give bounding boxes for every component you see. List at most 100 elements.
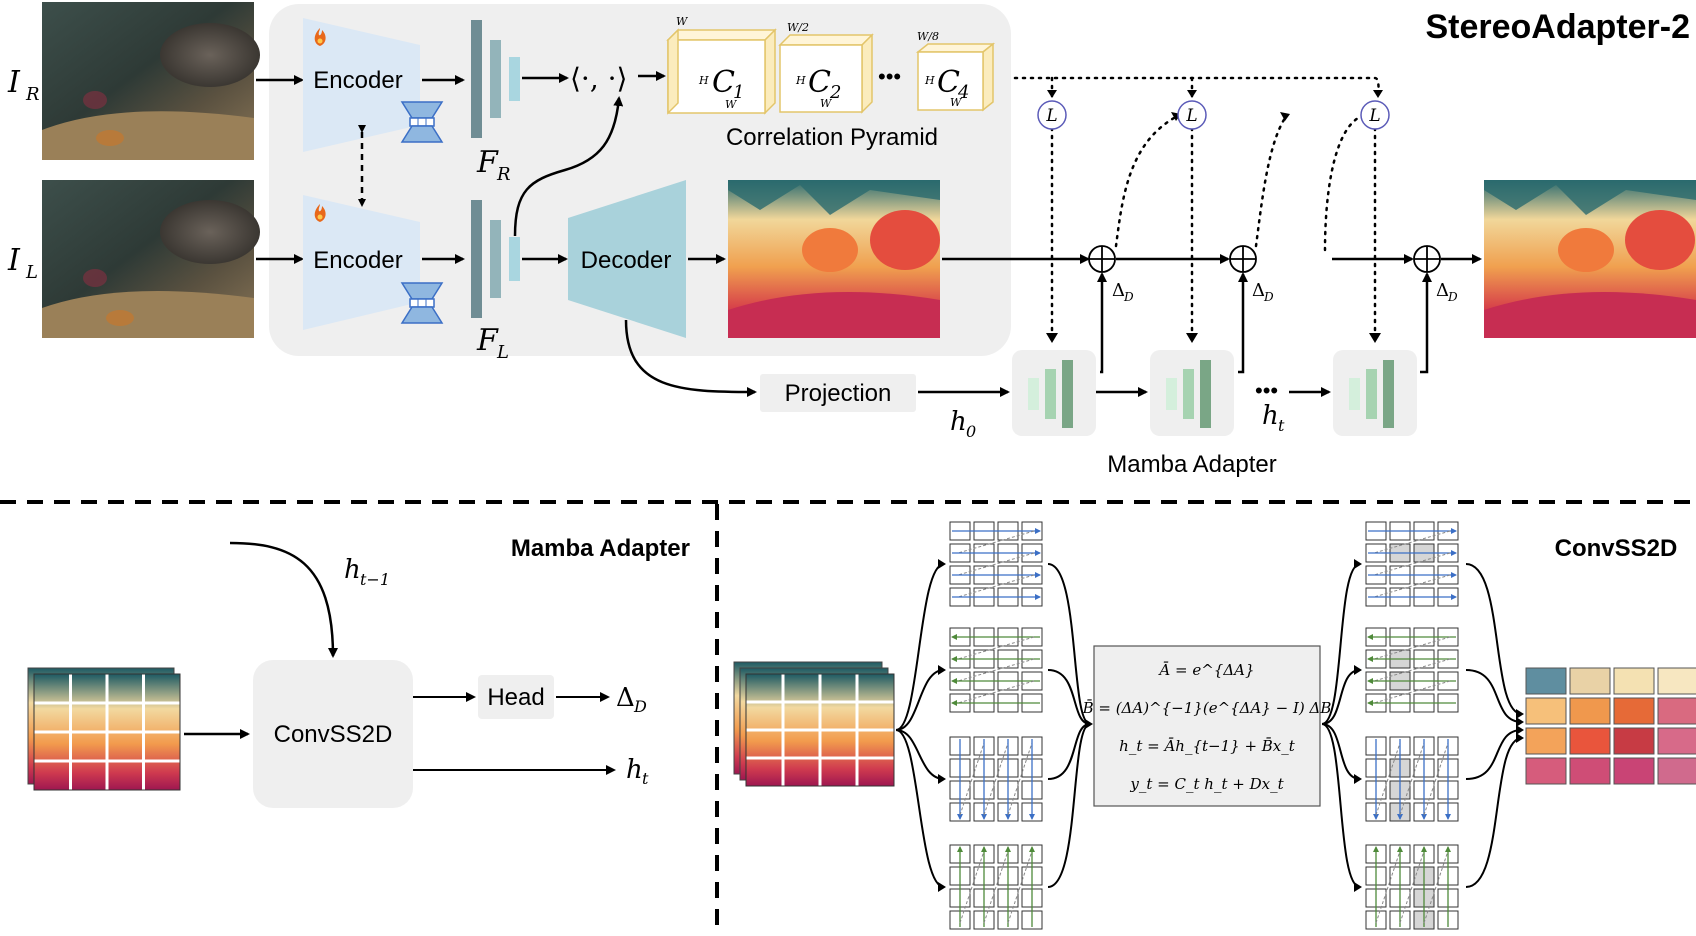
- arrow-adapter1-to-sum1: [1097, 272, 1107, 374]
- scan-grid-row-forward: [1365, 521, 1459, 607]
- svg-text:C: C: [808, 65, 831, 100]
- svg-text:F: F: [476, 145, 499, 180]
- output-delta-label: Δ D: [616, 683, 647, 716]
- svg-text:C: C: [937, 65, 960, 100]
- projection-block: Projection: [760, 374, 916, 412]
- svg-text:Encoder: Encoder: [313, 67, 402, 94]
- lookup-node-1: L: [1037, 100, 1067, 130]
- svg-text:Head: Head: [487, 684, 544, 711]
- scan-grid-col-backward: [949, 844, 1043, 930]
- svg-text:1: 1: [733, 82, 744, 103]
- svg-text:L: L: [1045, 106, 1057, 126]
- delta-label-2: Δ D: [1252, 280, 1274, 304]
- svg-text:W: W: [676, 15, 689, 28]
- equation-h-t: h_t = Āh_{t−1} + B̄x_t: [1119, 737, 1296, 755]
- svg-text:L: L: [25, 262, 38, 283]
- svg-text:2: 2: [829, 82, 841, 103]
- scan-grid-col-backward: [1365, 844, 1459, 930]
- scan-grid-row-backward: [1365, 627, 1459, 713]
- svg-text:D: D: [1263, 290, 1274, 304]
- svg-text:H: H: [698, 74, 709, 87]
- equation-y-t: y_t = C_t h_t + Dx_t: [1129, 775, 1284, 793]
- hidden-prev-label: h t−1: [344, 555, 390, 589]
- arrow-decoder-to-projection: [624, 319, 757, 397]
- decoder: Decoder: [568, 180, 686, 338]
- lookup-arrowhead: [1186, 333, 1198, 343]
- convss2d-output-grid: [1525, 667, 1696, 785]
- svg-text:D: D: [1123, 290, 1134, 304]
- feature-label-right: F R: [476, 145, 511, 185]
- patch-stack-convss2d-input: [733, 661, 895, 787]
- scan-grid-col-forward: [949, 736, 1043, 822]
- input-image-left: [42, 180, 260, 338]
- final-disparity-map: [1484, 180, 1696, 338]
- mamba-adapter-title: Mamba Adapter: [511, 535, 690, 562]
- delta-label-1: Δ D: [1112, 280, 1134, 304]
- patch-stack-input: [27, 667, 181, 791]
- svg-text:h: h: [626, 755, 643, 785]
- output-ht-label: h t: [626, 755, 649, 788]
- input-image-right: [42, 2, 260, 160]
- svg-text:H: H: [795, 74, 806, 87]
- svg-text:W/2: W/2: [787, 21, 809, 34]
- initial-disparity-map: [728, 180, 940, 338]
- lookup-arrowhead: [1373, 90, 1383, 98]
- svg-text:R: R: [496, 164, 511, 185]
- lookup-arrowhead: [1047, 90, 1057, 98]
- svg-text:Δ: Δ: [1112, 280, 1125, 301]
- svg-text:H: H: [924, 74, 935, 87]
- sum-node-1: [1088, 245, 1116, 273]
- arrow-fl-to-correlation: [513, 96, 624, 237]
- svg-text:h: h: [1262, 401, 1279, 431]
- mamba-adapter-caption: Mamba Adapter: [1107, 451, 1276, 478]
- lookup-arrowhead: [1280, 112, 1290, 121]
- features-right: [471, 20, 520, 138]
- features-left: [471, 200, 520, 318]
- svg-text:L: L: [1368, 106, 1380, 126]
- lookup-arrowhead: [1187, 90, 1197, 98]
- svg-text:4: 4: [957, 82, 969, 103]
- svg-text:Δ: Δ: [1252, 280, 1265, 301]
- lookup-arrowhead: [1369, 333, 1381, 343]
- svg-text:t: t: [1278, 416, 1285, 435]
- flame-icon: [314, 204, 326, 222]
- input-label-left: I L: [7, 243, 38, 283]
- arrow-adapter3-to-sum3: [1420, 272, 1432, 374]
- mamba-adapter-block-3: [1333, 350, 1417, 436]
- correlation-cube-2: W/2 H C 2 W: [778, 21, 874, 114]
- mamba-adapter-block-2: [1150, 350, 1234, 436]
- adapter-ellipsis: •••: [1255, 378, 1278, 403]
- delta-label-3: Δ D: [1436, 280, 1458, 304]
- equation-a-bar: Ā = e^{ΔA}: [1157, 661, 1254, 679]
- lookup-dotted-paths: [1013, 76, 1380, 340]
- flame-icon: [314, 28, 326, 46]
- svg-text:L: L: [1185, 106, 1197, 126]
- svg-text:Projection: Projection: [785, 380, 892, 407]
- svg-text:t−1: t−1: [360, 570, 390, 589]
- svg-text:t: t: [642, 769, 649, 788]
- input-label-right: I R: [7, 65, 40, 105]
- sum-node-3: [1413, 245, 1441, 273]
- head-block: Head: [478, 675, 554, 719]
- svg-text:W: W: [725, 98, 738, 111]
- arrow-adapter2-to-sum2: [1238, 272, 1248, 374]
- pyramid-ellipsis: •••: [878, 64, 901, 89]
- ssm-equations-box: Ā = e^{ΔA} B̄ = (ΔA)^{−1}(e^{ΔA} − I) ΔB…: [1082, 645, 1332, 807]
- svg-text:D: D: [633, 697, 647, 716]
- svg-text:I: I: [7, 243, 21, 278]
- encoder-right: Encoder: [303, 18, 420, 152]
- svg-text:Δ: Δ: [1436, 280, 1449, 301]
- equation-b-bar: B̄ = (ΔA)^{−1}(e^{ΔA} − I) ΔB: [1082, 699, 1332, 717]
- svg-text:Encoder: Encoder: [313, 247, 402, 274]
- hidden-state-ht: h t: [1262, 401, 1285, 435]
- svg-text:h: h: [950, 407, 967, 437]
- scan-grid-row-forward: [949, 521, 1043, 607]
- svg-text:R: R: [25, 84, 40, 105]
- svg-text:W: W: [950, 96, 963, 109]
- svg-text:0: 0: [966, 422, 976, 441]
- adapter-icon: [400, 101, 444, 143]
- arrow-hprev-to-convss2d: [229, 541, 338, 658]
- svg-text:F: F: [476, 323, 499, 358]
- sum-node-2: [1229, 245, 1257, 273]
